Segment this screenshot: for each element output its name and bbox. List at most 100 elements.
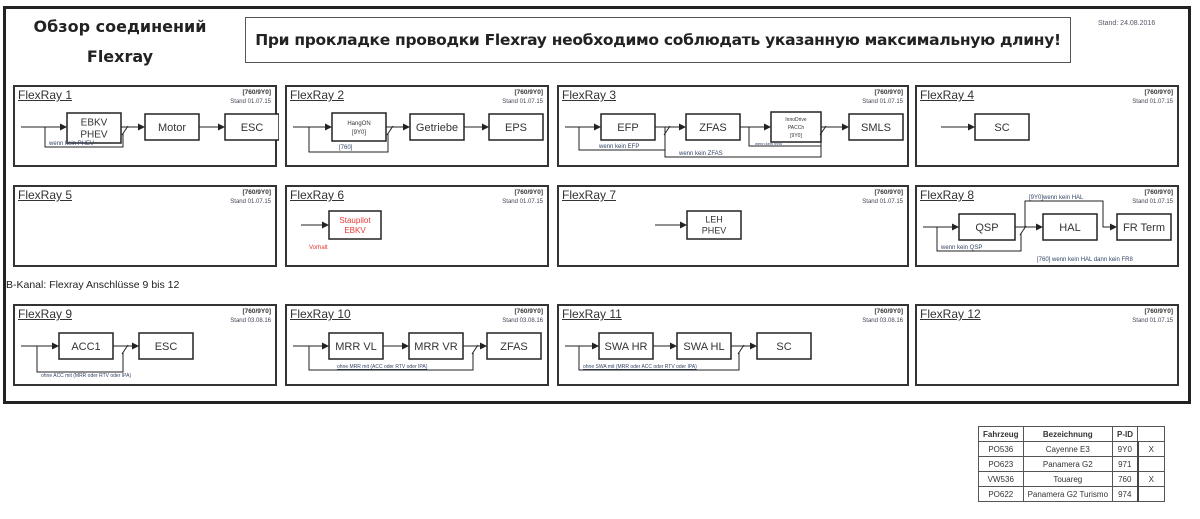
ecu-label: EBKV (344, 226, 366, 235)
ecu-label: SWA HR (605, 341, 648, 353)
header-pid: P-ID (1112, 426, 1139, 442)
panel-tag: [760/9Y0] (874, 89, 903, 96)
ecu-label: [9Y0] (790, 133, 802, 139)
panel-title: FlexRay 3 (562, 88, 617, 102)
arrowhead-icon (218, 123, 225, 131)
ecu-label: FR Term (1123, 222, 1165, 234)
panel-title: FlexRay 7 (562, 188, 617, 202)
arrowhead-icon (968, 123, 975, 131)
cell-fahrzeug: PO623 (978, 456, 1024, 472)
ecu-label: Getriebe (416, 122, 458, 134)
panel-diagram (917, 306, 1181, 388)
ecu-label: MRR VR (414, 341, 457, 353)
arrowhead-icon (952, 223, 959, 231)
ecu-box (598, 332, 654, 360)
ecu-box (328, 210, 382, 240)
panel-tag: [760/9Y0] (1144, 89, 1173, 96)
ecu-box (488, 113, 544, 141)
ecu-box (331, 112, 387, 142)
connector-line (748, 127, 821, 147)
ecu-box (958, 213, 1016, 241)
arrowhead-icon (325, 123, 332, 131)
connector-line (308, 127, 389, 153)
cell-fahrzeug: VW536 (978, 471, 1024, 487)
arrowhead-icon (680, 221, 687, 229)
header-mark (1137, 426, 1166, 442)
panel-stand: Stand 01.07.15 (502, 199, 543, 205)
ecu-box (328, 332, 384, 360)
route-note: wenn kein Inno (755, 141, 783, 146)
arrowhead-icon (52, 342, 59, 350)
ecu-label: ESC (241, 122, 264, 134)
connector-line (578, 346, 740, 371)
ecu-box (58, 332, 114, 360)
panel-tag: [760/9Y0] (242, 89, 271, 96)
arrowhead-icon (480, 342, 487, 350)
arrowhead-icon (750, 342, 757, 350)
ecu-label: QSP (975, 222, 998, 234)
arrowhead-icon (138, 123, 145, 131)
arrowhead-icon (322, 221, 329, 229)
ecu-label: HAL (1059, 222, 1080, 234)
route-note: wenn kein ZFAS (678, 151, 723, 157)
panel-tag: [760/9Y0] (1144, 308, 1173, 315)
panel-stand: Stand 01.07.15 (1132, 199, 1173, 205)
connector-line (1024, 200, 1111, 228)
route-note: ohne ACC mit (MRR oder RTV oder IPA) (41, 373, 131, 379)
cell-bezeichnung: Touareg (1022, 471, 1114, 487)
arrowhead-icon (60, 123, 67, 131)
cell-mark: X (1137, 471, 1166, 487)
ecu-box (848, 113, 904, 141)
connector-line (36, 346, 124, 373)
route-note: [760] (339, 145, 353, 151)
panel-title: FlexRay 11 (562, 307, 622, 321)
table-row: PO536 Cayenne E3 9Y0 X (978, 441, 1166, 457)
ecu-label: ZFAS (699, 122, 727, 134)
route-note: Vorhalt (309, 245, 328, 251)
ecu-box (144, 113, 200, 141)
panel-title: FlexRay 5 (18, 188, 73, 202)
connector-line (936, 227, 1022, 252)
panel-title: FlexRay 9 (18, 307, 73, 321)
cell-bezeichnung: Panamera G2 (1022, 456, 1114, 472)
ecu-box (686, 210, 742, 240)
ecu-box (685, 113, 741, 141)
panel-tag: [760/9Y0] (874, 189, 903, 196)
cell-pid: 9Y0 (1112, 441, 1139, 457)
ecu-label: ACC1 (71, 341, 100, 353)
panel-flexray-12: FlexRay 12 [760/9Y0] Stand 01.07.15 (915, 304, 1179, 386)
panel-tag: [760/9Y0] (242, 308, 271, 315)
panel-stand: Stand 03.08.16 (502, 318, 543, 324)
panel-stand: Stand 03.08.16 (230, 318, 271, 324)
ecu-box (600, 113, 656, 141)
ecu-label: SWA HL (683, 341, 724, 353)
panel-title: FlexRay 10 (290, 307, 351, 321)
panel-flexray-5: FlexRay 5 [760/9Y0] Stand 01.07.15 (13, 185, 277, 267)
route-note: wenn kein EFP (598, 144, 639, 150)
cell-fahrzeug: PO536 (978, 441, 1024, 457)
panel-stand: Stand 01.07.15 (1132, 318, 1173, 324)
panel-tag: [760/9Y0] (1144, 189, 1173, 196)
b-channel-label: B-Kanal: Flexray Anschlüsse 9 bis 12 (6, 279, 180, 291)
warning-banner: При прокладке проводки Flexray необходим… (245, 17, 1071, 63)
arrowhead-icon (132, 342, 139, 350)
header-bezeichnung: Bezeichnung (1022, 426, 1114, 442)
title-line-1: Обзор соединений (33, 17, 207, 36)
cell-bezeichnung: Panamera G2 Turismo (1022, 486, 1114, 502)
panel-title: FlexRay 1 (18, 88, 73, 102)
ecu-box (974, 113, 1030, 141)
panel-title: FlexRay 4 (920, 88, 975, 102)
ecu-label: Staupilot (339, 216, 371, 225)
panel-title: FlexRay 6 (290, 188, 345, 202)
